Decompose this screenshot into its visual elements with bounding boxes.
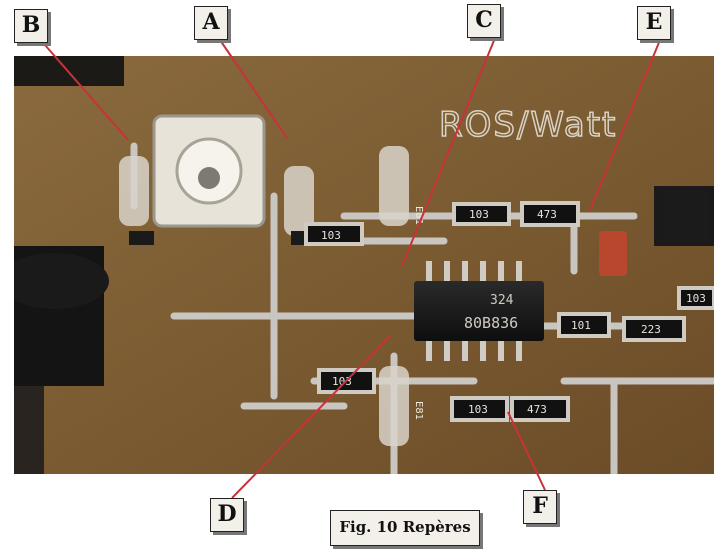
pcb-photo: ROS/Watt 324 80B836 103 103 473 101 223 … — [14, 56, 714, 474]
resistor-103-left: 103 — [321, 229, 341, 242]
resistor-223: 223 — [641, 323, 661, 336]
resistor-103-top: 103 — [469, 208, 489, 221]
callout-C: C — [467, 4, 501, 38]
resistor-473-top: 473 — [537, 208, 557, 221]
callout-E: E — [637, 6, 671, 40]
ic-marking-2: 80B836 — [464, 314, 518, 332]
callout-A: A — [194, 6, 228, 40]
resistor-103-bottom: 103 — [468, 403, 488, 416]
diode-label-bottom: E81 — [413, 401, 424, 420]
board-silkscreen-text: ROS/Watt — [439, 105, 617, 145]
callout-B: B — [14, 9, 48, 43]
resistor-101: 101 — [571, 319, 591, 332]
ic-marking-1: 324 — [490, 293, 514, 308]
resistor-103-right: 103 — [686, 292, 706, 305]
callout-D: D — [210, 498, 244, 532]
figure-caption: Fig. 10 Repères — [330, 510, 480, 546]
callout-F: F — [523, 490, 557, 524]
diode-label-top: E81 — [413, 206, 424, 225]
resistor-103-mid: 103 — [332, 375, 352, 388]
resistor-473-bottom: 473 — [527, 403, 547, 416]
